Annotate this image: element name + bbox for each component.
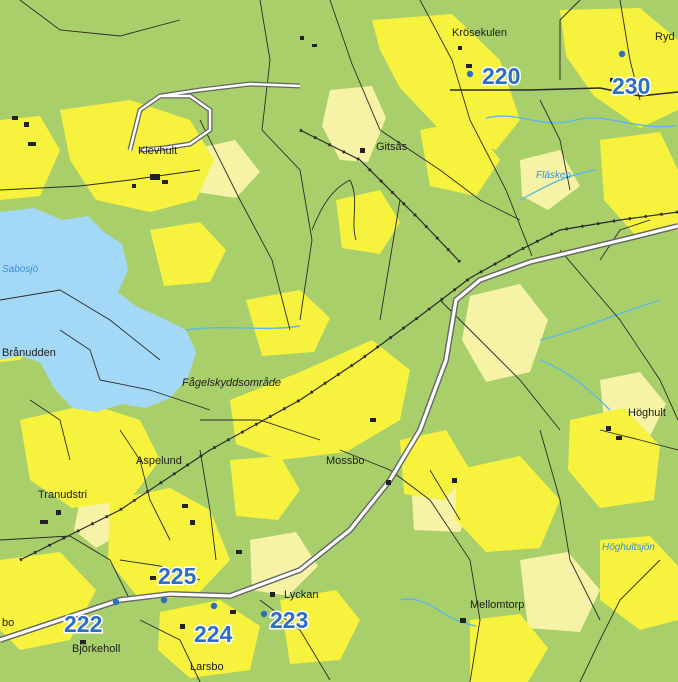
place-label: Gitsås [376,141,408,153]
water-label: Sabosjö [2,264,39,275]
place-label: Mellomtorp [470,599,524,611]
place-label: Ryd [655,31,675,43]
place-label: Lyckan [284,589,318,601]
place-label: Brånudden [2,347,56,359]
place-label: Larsbo [190,661,224,673]
place-names: Krösekulen Ryd Klevhult Gitsås Brånudden… [2,27,675,673]
water-label: Höghultsjön [602,542,655,553]
water-label: Fläsken [536,170,571,181]
main-roads [0,81,678,643]
marker-230[interactable]: 230 [611,72,652,101]
marker-dots [112,50,626,618]
railway [19,0,678,562]
marker-224[interactable]: 224 [193,620,235,649]
open-land [0,8,678,682]
buildings [12,36,622,644]
place-label: Klevhult [138,145,177,157]
place-label: Höghult [628,407,666,419]
marker-220[interactable]: 220 [481,62,522,91]
lake [0,208,196,412]
place-label: Krösekulen [452,27,507,39]
place-label: Mossbo [326,455,365,467]
place-label: Björkeholl [72,643,120,655]
place-label: Aspelund [136,455,182,467]
water-names: Fläsken Höghultsjön Sabosjö [2,170,655,553]
marker-223[interactable]: 223 [269,606,310,635]
marker-225[interactable]: 225 [157,562,199,591]
streams [185,115,677,627]
marker-222[interactable]: 222 [63,610,104,639]
place-label: Tranudstri [38,489,87,501]
place-label: bo [2,617,14,629]
marker-numbers: 220 230 225 222 224 223 [63,62,652,649]
place-label: Fågelskyddsområde [182,377,281,389]
